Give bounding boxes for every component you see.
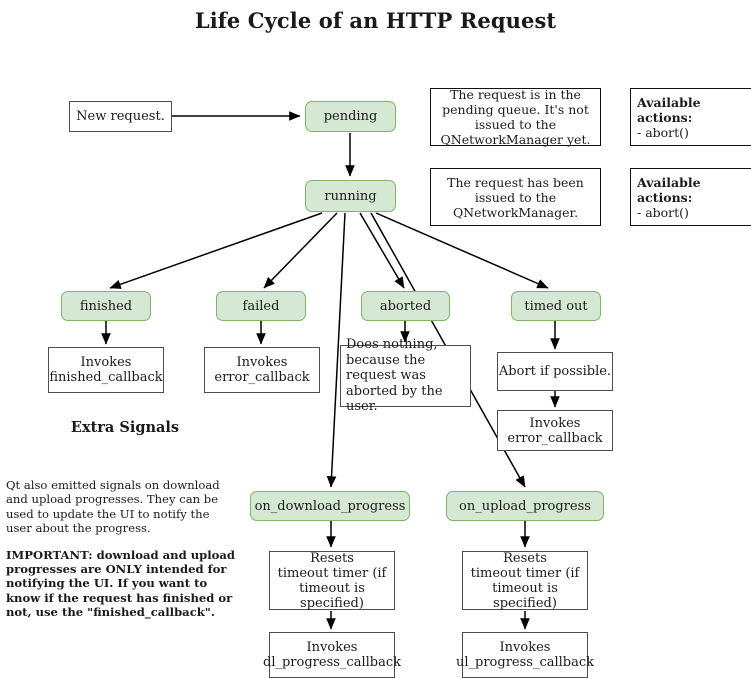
edge-running-finished [109,212,323,289]
box-dl-progress-callback-line2: dl_progress_callback [263,655,401,670]
edge-running-failed [263,212,338,289]
desc-pending-actions: Available actions: - abort() [630,88,751,146]
node-on-download-progress[interactable]: on_download_progress [250,491,410,521]
node-on-upload-progress-label: on_upload_progress [459,498,591,514]
desc-running-actions: Available actions: - abort() [630,168,751,226]
node-new-request[interactable]: New request. [69,101,172,132]
node-aborted[interactable]: aborted [361,291,450,321]
box-dl-resets-timer-line1: Resets [310,550,354,566]
box-failed-callback-line2: error_callback [214,370,310,385]
box-dl-progress-callback: Invokes dl_progress_callback [263,632,401,678]
node-running-label: running [324,188,377,204]
box-abort-if-possible: Abort if possible. [497,352,613,391]
node-timed-out[interactable]: timed out [511,291,601,321]
box-dl-resets-timer-line3: timeout is specified) [299,580,365,611]
desc-pending-text: The request is in the pending queue. It'… [440,87,591,147]
box-ul-progress-callback-line1: Invokes [499,640,551,655]
desc-pending-actions-title: Available actions: [637,94,701,125]
desc-running-actions-item: - abort() [637,204,689,220]
box-aborted-note: Does nothing, because the request was ab… [340,337,471,414]
node-running[interactable]: running [305,180,396,212]
node-aborted-label: aborted [379,298,432,314]
node-failed-label: failed [242,298,280,314]
box-ul-resets-timer-line1: Resets [503,550,547,566]
box-ul-resets-timer-line3: timeout is specified) [492,580,558,611]
extra-signals-body: Qt also emitted signals on download and … [6,478,236,620]
box-dl-resets-timer: Resets timeout timer (if timeout is spec… [269,550,395,611]
box-dl-resets-timer-line2: timeout timer (if [277,565,387,581]
box-ul-progress-callback-line2: ul_progress_callback [455,655,595,670]
node-timed-out-label: timed out [524,298,588,314]
extra-signals-paragraph: Qt also emitted signals on download and … [6,478,220,536]
box-finished-callback-line2: finished_callback [49,370,163,385]
node-new-request-label: New request. [76,109,165,124]
box-failed-callback-line1: Invokes [236,355,288,370]
extra-signals-important: IMPORTANT: download and upload progresse… [6,547,236,620]
box-finished-callback-line1: Invokes [80,355,132,370]
node-pending-label: pending [323,109,378,124]
node-on-upload-progress[interactable]: on_upload_progress [446,491,604,521]
node-finished[interactable]: finished [61,291,151,321]
desc-running-actions-title: Available actions: [637,174,701,205]
box-abort-if-possible-text: Abort if possible. [498,364,612,379]
node-failed[interactable]: failed [216,291,306,321]
box-dl-progress-callback-line1: Invokes [306,640,358,655]
desc-running: The request has been issued to the QNetw… [430,168,601,226]
desc-pending: The request is in the pending queue. It'… [430,87,601,147]
box-failed-callback: Invokes error_callback [204,347,320,393]
extra-signals-heading: Extra Signals [70,419,180,436]
box-aborted-note-text: Does nothing, because the request was ab… [346,337,443,415]
edge-running-aborted [359,212,405,289]
box-timeout-error-callback-line1: Invokes [529,415,581,431]
box-finished-callback: Invokes finished_callback [48,347,164,393]
node-finished-label: finished [79,298,133,314]
box-timeout-error-callback-line2: error_callback [507,430,603,446]
node-pending[interactable]: pending [305,101,396,132]
box-timeout-error-callback: Invokes error_callback [497,410,613,451]
box-ul-progress-callback: Invokes ul_progress_callback [456,632,594,678]
desc-pending-actions-item: - abort() [637,124,689,140]
page-title: Life Cycle of an HTTP Request [194,8,557,33]
box-ul-resets-timer-line2: timeout timer (if [470,565,580,581]
desc-running-text: The request has been issued to the QNetw… [447,174,584,220]
node-on-download-progress-label: on_download_progress [254,498,406,514]
box-ul-resets-timer: Resets timeout timer (if timeout is spec… [462,550,588,611]
